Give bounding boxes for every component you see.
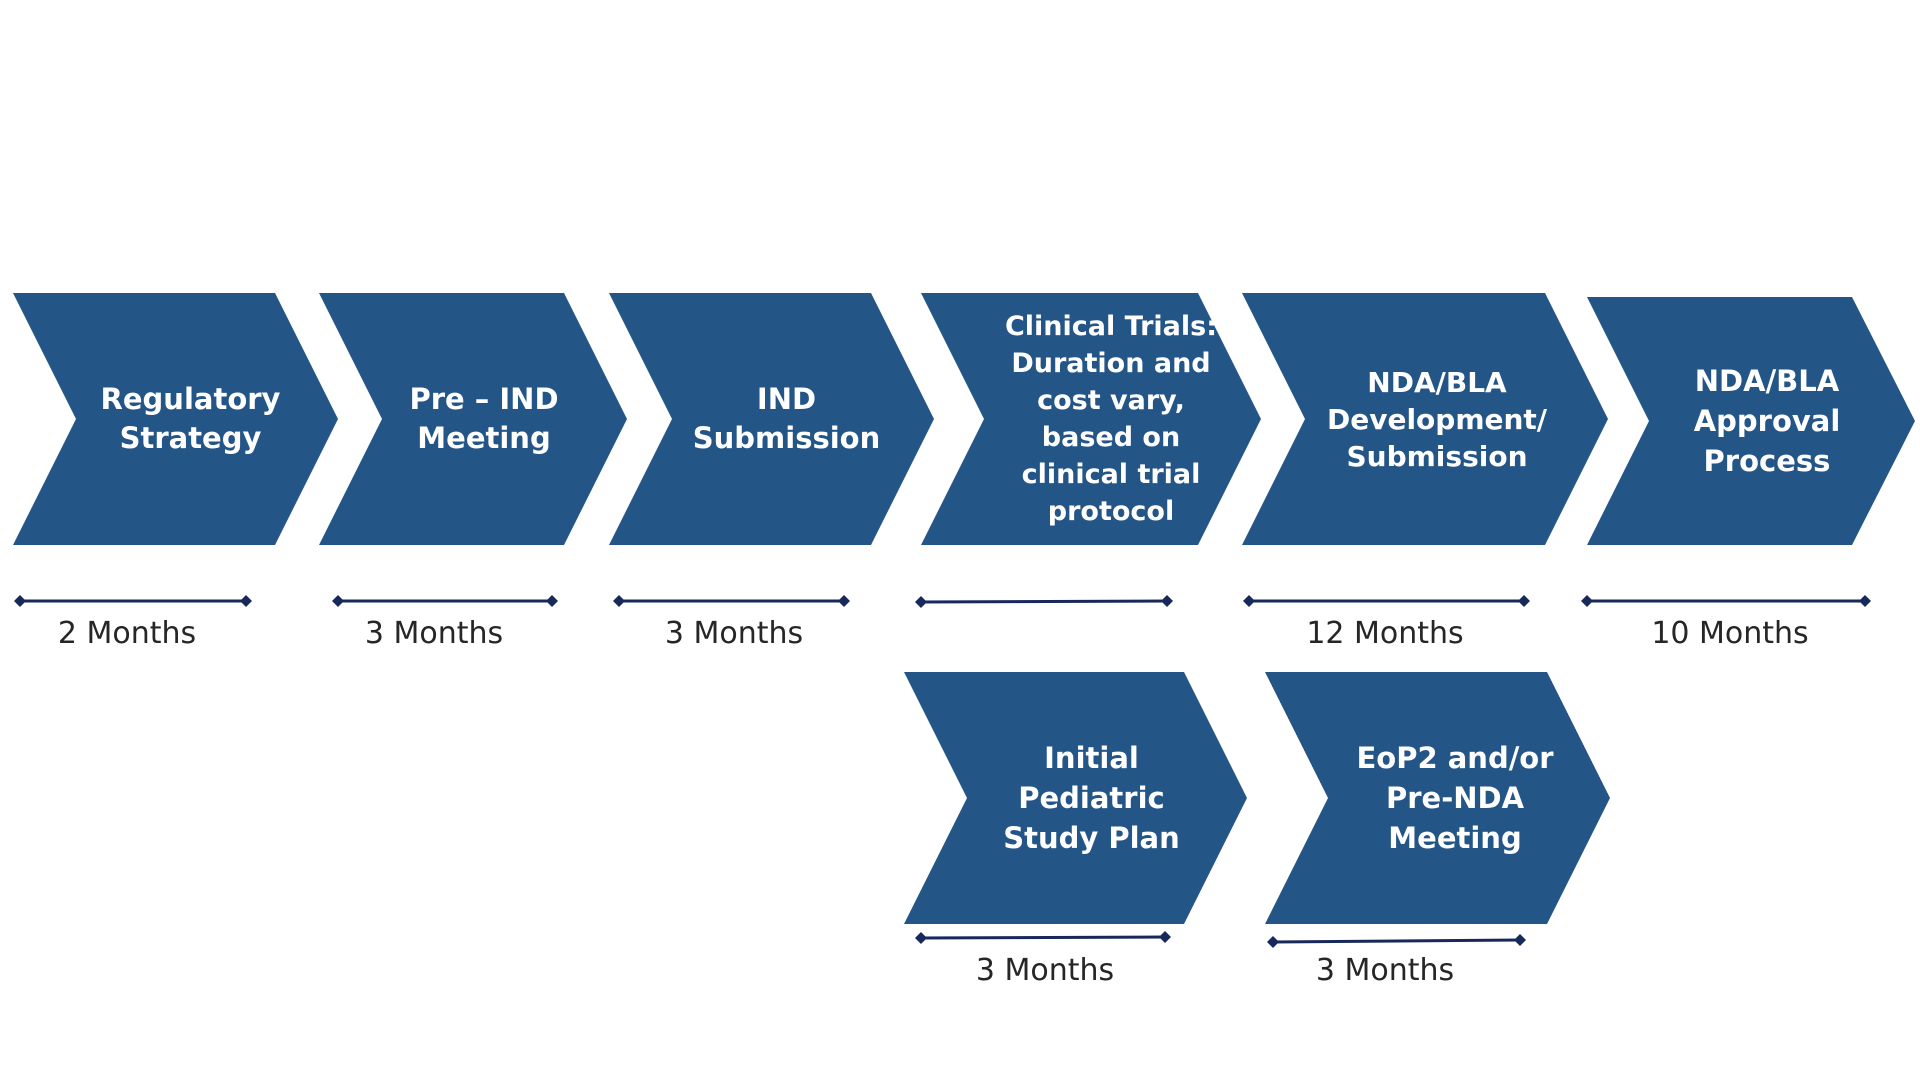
duration-bar-ind-submission: [613, 595, 850, 607]
duration-label-eop2-pre-nda: 3 Months: [1315, 953, 1455, 988]
chevron-shape: [921, 293, 1261, 545]
duration-bar-clinical-trials: [915, 595, 1173, 608]
chevron-nda-bla-approval: NDA/BLA Approval Process: [1587, 297, 1915, 545]
stage-label: IND Submission: [692, 382, 881, 455]
chevron-initial-pediatric-study-plan: Initial Pediatric Study Plan: [904, 672, 1247, 924]
stage-label: Regulatory Strategy: [100, 382, 281, 455]
duration-label-regulatory-strategy: 2 Months: [57, 616, 197, 651]
duration-bar-nda-bla-development: [1243, 595, 1530, 607]
duration-bar-eop2-pre-nda: [1267, 934, 1526, 948]
stage-label: Initial Pediatric Study Plan: [1003, 741, 1180, 855]
stage-label: NDA/BLA Development/ Submission: [1326, 365, 1548, 473]
chevron-regulatory-strategy: Regulatory Strategy: [13, 293, 338, 545]
chevron-ind-submission: IND Submission: [609, 293, 934, 545]
chevron-shape: [904, 672, 1247, 924]
stage-label: EoP2 and/or Pre-NDA Meeting: [1356, 741, 1554, 855]
duration-label-pediatric-study-plan: 3 Months: [975, 953, 1115, 988]
duration-label-pre-ind: 3 Months: [364, 616, 504, 651]
duration-label-nda-bla-approval: 10 Months: [1651, 616, 1809, 651]
duration-bar-regulatory-strategy: [14, 595, 252, 607]
duration-label-ind-submission: 3 Months: [664, 616, 804, 651]
chevron-nda-bla-development: NDA/BLA Development/ Submission: [1242, 293, 1608, 545]
duration-bar-nda-bla-approval: [1581, 595, 1871, 607]
duration-bar-pre-ind: [332, 595, 558, 607]
stage-label: Clinical Trials: Duration and cost vary,…: [1004, 311, 1218, 527]
chevron-shape: [1242, 293, 1608, 545]
chevron-shape: [609, 293, 934, 545]
chevron-shape: [13, 293, 338, 545]
stage-label: NDA/BLA Approval Process: [1693, 364, 1841, 478]
stage-label: Pre – IND Meeting: [409, 382, 559, 455]
chevron-clinical-trials: Clinical Trials: Duration and cost vary,…: [921, 293, 1261, 545]
chevron-pre-ind-meeting: Pre – IND Meeting: [319, 293, 627, 545]
chevron-shape: [1587, 297, 1915, 545]
duration-label-nda-bla-development: 12 Months: [1306, 616, 1464, 651]
chevron-eop2-pre-nda-meeting: EoP2 and/or Pre-NDA Meeting: [1265, 672, 1610, 924]
duration-bar-pediatric-study-plan: [915, 931, 1171, 944]
chevron-shape: [1265, 672, 1610, 924]
chevron-shape: [319, 293, 627, 545]
